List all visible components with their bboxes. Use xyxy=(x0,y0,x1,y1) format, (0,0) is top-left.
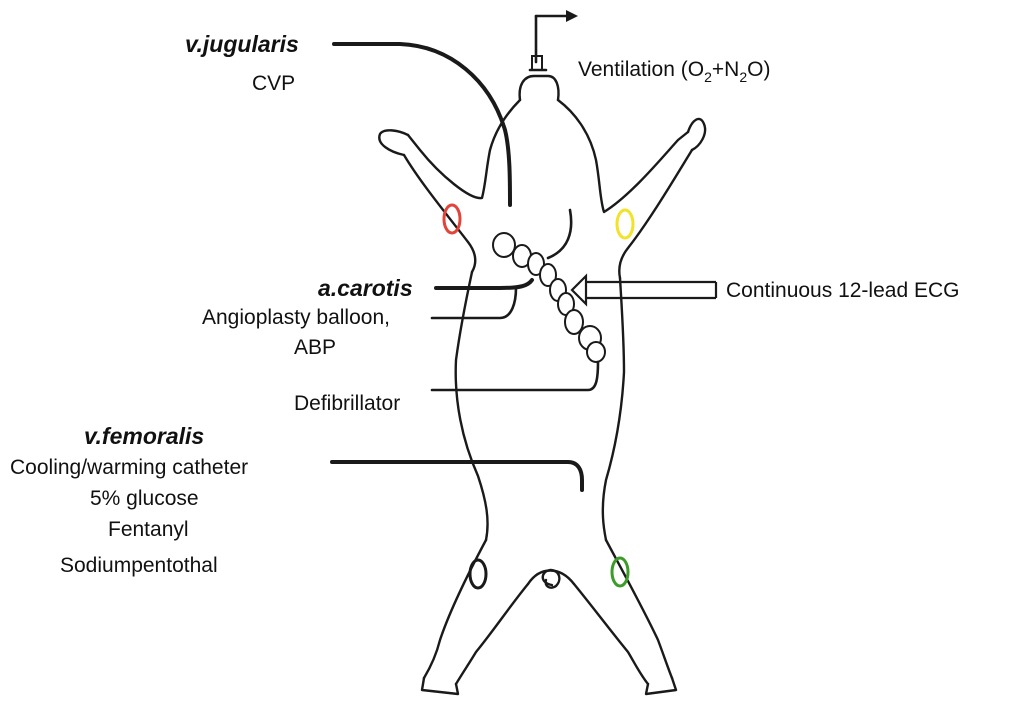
ecg-arrow xyxy=(572,276,716,304)
electrode-left-front xyxy=(617,210,633,238)
sodium-label: Sodiumpentothal xyxy=(60,554,218,577)
electrode-left-rear xyxy=(612,558,628,586)
jugularis-label: v.jugularis xyxy=(185,31,299,57)
angioplasty-leader xyxy=(432,288,516,318)
glucose-label: 5% glucose xyxy=(90,487,199,510)
pig-body-outline xyxy=(379,76,705,694)
angioplasty-label: Angioplasty balloon, xyxy=(202,306,390,329)
carotid-catheter-line xyxy=(436,280,532,288)
cvp-label: CVP xyxy=(252,72,295,95)
electrode-right-rear xyxy=(470,560,486,588)
defibrillator-label: Defibrillator xyxy=(294,392,400,415)
femoral-catheter-line xyxy=(332,462,582,490)
electrode-right-front xyxy=(444,205,460,233)
ventilation-label: Ventilation (O2+N2O) xyxy=(578,58,770,85)
cooling-label: Cooling/warming catheter xyxy=(10,456,248,479)
ecg-label: Continuous 12-lead ECG xyxy=(726,279,959,302)
ventilation-tube xyxy=(530,10,578,70)
coil-lead-upper xyxy=(548,210,571,258)
tail-curl xyxy=(543,570,560,588)
femoralis-label: v.femoralis xyxy=(84,423,204,449)
fentanyl-label: Fentanyl xyxy=(108,518,189,541)
carotis-label: a.carotis xyxy=(318,275,413,301)
abp-label: ABP xyxy=(294,336,336,359)
